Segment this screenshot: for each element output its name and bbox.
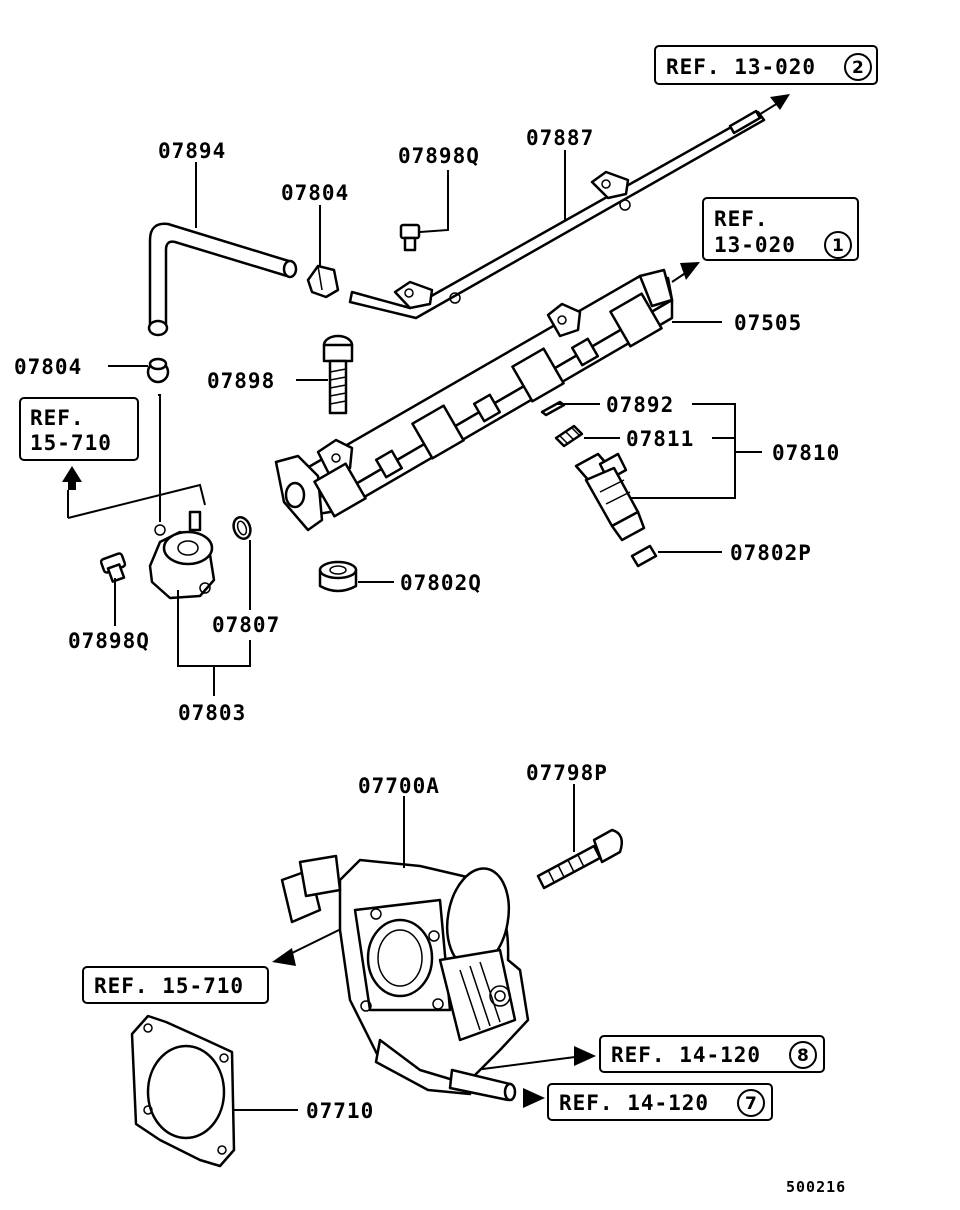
svg-text:8: 8: [797, 1046, 809, 1066]
svg-text:REF.: REF.: [714, 207, 769, 231]
label-07505: 07505: [734, 311, 802, 335]
regulator-07803: [148, 510, 216, 600]
svg-text:REF. 13-020: REF. 13-020: [666, 55, 816, 79]
ref-box-14-120-7[interactable]: REF. 14-120 7: [547, 1083, 773, 1121]
bolt-07898q-top: [399, 223, 421, 252]
label-07810: 07810: [772, 441, 840, 465]
bolt-07898: [322, 334, 354, 415]
bracket-07810: [622, 403, 736, 499]
grommet-07811: [554, 424, 584, 448]
label-07803: 07803: [178, 701, 246, 725]
svg-text:7: 7: [745, 1094, 757, 1114]
leader-07898q-top: [419, 170, 449, 233]
gasket-07710: [130, 1014, 236, 1168]
ref-arrow-14-120-7: [523, 1088, 545, 1108]
insulator-07802q: [318, 560, 358, 593]
label-07798p: 07798P: [526, 761, 608, 785]
bolt-07798p: [536, 828, 623, 890]
clip-07804-left: [146, 357, 170, 384]
label-07804-top: 07804: [281, 181, 349, 205]
label-07802p: 07802P: [730, 541, 812, 565]
svg-text:13-020: 13-020: [714, 233, 796, 257]
oring-07807: [232, 516, 252, 540]
label-07898q-bottom: 07898Q: [68, 629, 150, 653]
svg-text:15-710: 15-710: [30, 431, 112, 455]
clip-07804-top: [306, 264, 340, 299]
label-07807: 07807: [212, 613, 280, 637]
ref-arrow-14-120-8: [474, 1046, 596, 1071]
svg-text:REF. 14-120: REF. 14-120: [559, 1091, 709, 1115]
ref-box-13-020-1[interactable]: REF. 13-020 1: [702, 197, 859, 261]
ref-arrow-13-020-2: [756, 94, 790, 117]
label-07894: 07894: [158, 139, 226, 163]
insulator-07802p: [630, 544, 658, 568]
label-07811: 07811: [626, 427, 694, 451]
svg-text:REF. 15-710: REF. 15-710: [94, 974, 244, 998]
label-07802q: 07802Q: [400, 571, 482, 595]
svg-text:2: 2: [852, 58, 864, 78]
ref-box-13-020-2[interactable]: REF. 13-020 2: [654, 45, 878, 85]
throttle-body-07700a: [280, 854, 530, 1102]
ref-arrow-13-020-1: [671, 262, 700, 283]
svg-text:1: 1: [832, 236, 844, 256]
bolt-07898q-bottom: [99, 552, 127, 583]
label-07887: 07887: [526, 126, 594, 150]
pipe-07887: [348, 109, 766, 320]
svg-text:REF. 14-120: REF. 14-120: [611, 1043, 761, 1067]
svg-text:REF.: REF.: [30, 406, 85, 430]
label-07892: 07892: [606, 393, 674, 417]
ref-arrow-15-710-top: [62, 394, 206, 522]
fuel-rail-07505: [274, 268, 674, 532]
label-07898q-top: 07898Q: [398, 144, 480, 168]
injector-07810: [574, 452, 646, 542]
label-07804-left: 07804: [14, 355, 82, 379]
hose-07894: [147, 222, 298, 337]
ref-box-14-120-8[interactable]: REF. 14-120 8: [599, 1035, 825, 1073]
ref-box-15-710-top[interactable]: REF. 15-710: [19, 397, 139, 461]
label-07710: 07710: [306, 1099, 374, 1123]
label-07700a: 07700A: [358, 774, 440, 798]
diagram-code: 500216: [786, 1178, 846, 1196]
ref-box-15-710-bottom[interactable]: REF. 15-710: [82, 966, 269, 1004]
label-07898: 07898: [207, 369, 275, 393]
